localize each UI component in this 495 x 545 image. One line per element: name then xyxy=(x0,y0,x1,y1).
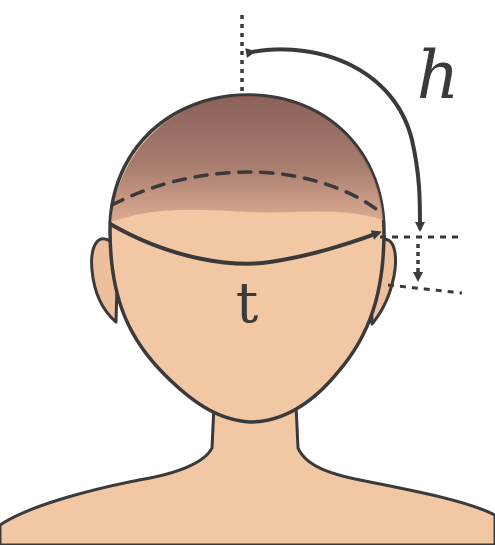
lower-dotted-guide xyxy=(388,285,462,293)
hair xyxy=(111,96,383,222)
circumference-label: t xyxy=(236,271,259,336)
shoulders xyxy=(0,405,495,545)
height-label: h xyxy=(417,37,460,114)
